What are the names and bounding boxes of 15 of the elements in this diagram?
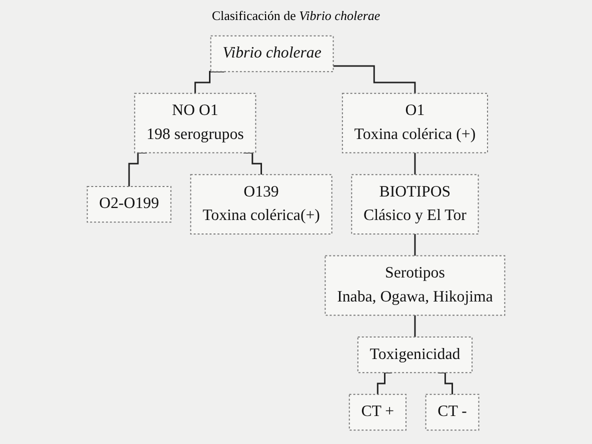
node-box: NO O1 198 serogrupos <box>134 92 256 154</box>
node-box: O1 Toxina colérica (+) <box>342 92 488 154</box>
node-box: CT + <box>348 394 406 431</box>
node-box: Serotipos Inaba, Ogawa, Hikojima <box>324 255 506 316</box>
connector <box>414 314 416 338</box>
connector <box>414 233 416 257</box>
node-box: BIOTIPOS Clásico y El Tor <box>351 174 479 234</box>
connector <box>414 152 416 176</box>
node-box: O139 Toxina colérica(+) <box>190 174 332 234</box>
connector <box>333 65 416 94</box>
node-box: O2-O199 <box>86 186 172 223</box>
diagram-title: Clasificación de Vibrio cholerae <box>210 7 382 25</box>
node-box: CT - <box>425 394 480 431</box>
node-box: Vibrio cholerae <box>210 35 334 72</box>
node-box: Toxigenicidad <box>357 336 473 374</box>
